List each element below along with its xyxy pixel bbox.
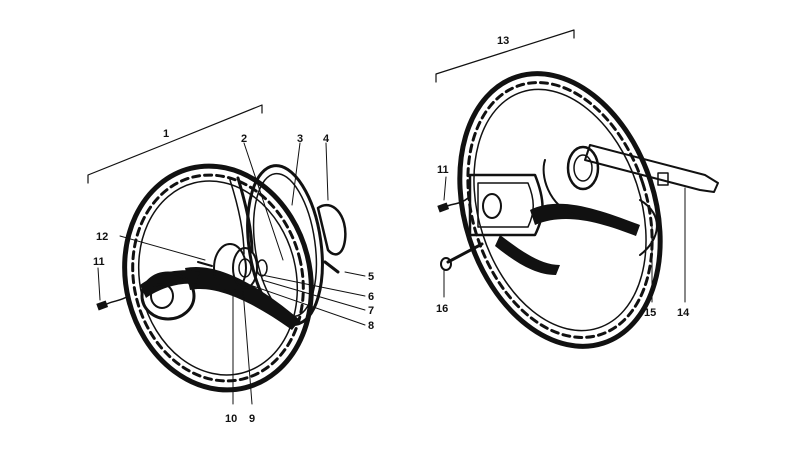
hub-ring-right [566, 145, 600, 191]
bolt-16 [446, 242, 484, 264]
column-clip [657, 172, 669, 186]
hub-ring-right-inner [573, 154, 593, 182]
callout-2: 2 [241, 133, 247, 145]
horn-button [140, 271, 196, 321]
connector-right [437, 202, 450, 213]
callout-14: 14 [677, 307, 690, 319]
steering-wheel-left [96, 163, 347, 393]
hub-plate-inner [477, 182, 534, 228]
callout-16: 16 [436, 303, 448, 315]
callout-8: 8 [368, 320, 374, 332]
hub-nut [238, 258, 252, 278]
wire-loop [639, 199, 658, 256]
wheel-rim-outer-right [457, 71, 663, 349]
contact-ring [542, 159, 576, 216]
callout-15: 15 [644, 307, 656, 319]
leader-lines-left [97, 142, 366, 405]
callout-13: 13 [497, 35, 509, 47]
bracket-1 [87, 104, 263, 184]
wire-right [444, 197, 469, 208]
horn-button-inner [150, 283, 174, 309]
callout-7: 7 [368, 305, 374, 317]
wheel-rim-outer [122, 163, 314, 393]
hub-disc [213, 243, 247, 293]
boss-right [482, 193, 502, 219]
upper-spoke [236, 176, 254, 254]
callout-3: 3 [297, 133, 303, 145]
callout-10: 10 [225, 413, 237, 425]
callout-1: 1 [163, 128, 169, 140]
callout-4: 4 [323, 133, 330, 145]
leader-lines-right [443, 176, 686, 303]
lower-spoke-right [495, 235, 560, 275]
washer-small [256, 259, 268, 277]
column-arm [584, 144, 719, 193]
stalk-lever [323, 260, 340, 274]
lower-spoke [185, 266, 300, 330]
bolt-16-head [440, 257, 452, 271]
connector-left [96, 300, 109, 311]
callout-11-right: 11 [437, 164, 449, 176]
callout-5: 5 [368, 271, 374, 283]
wheel-rim-grip-right [466, 81, 654, 339]
callout-9: 9 [249, 413, 255, 425]
steering-wheel-right [437, 71, 719, 349]
callout-6: 6 [368, 291, 374, 303]
callout-11-left: 11 [93, 256, 105, 268]
callout-12: 12 [96, 231, 108, 243]
wheel-rim-grip [131, 173, 305, 383]
screw-12 [197, 261, 213, 267]
right-spoke [530, 203, 640, 236]
indicator-stalk [316, 203, 347, 256]
bracket-13 [435, 29, 575, 83]
